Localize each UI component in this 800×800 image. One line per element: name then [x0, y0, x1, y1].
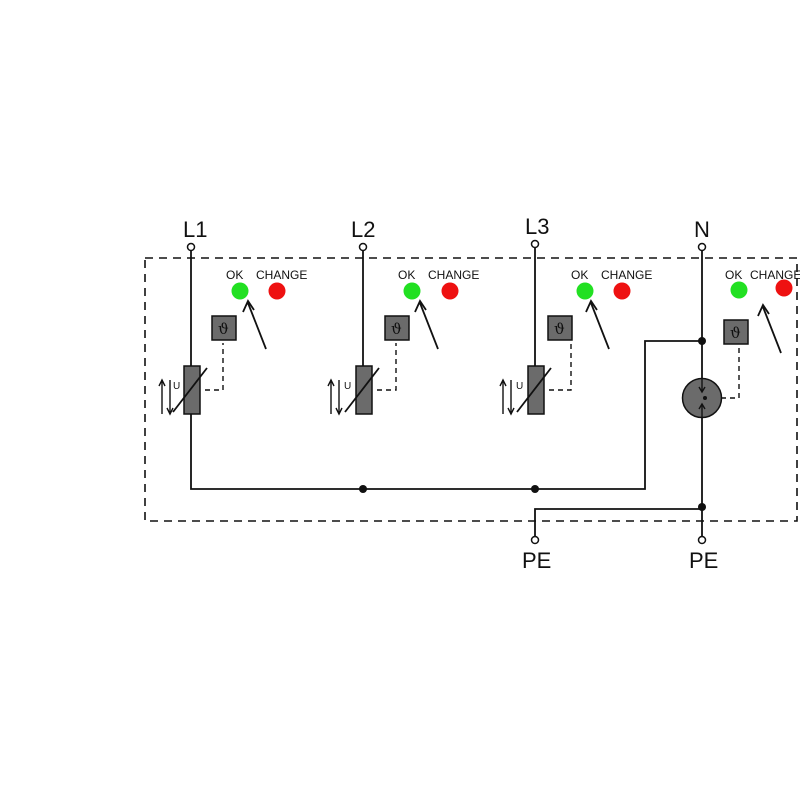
thermal-disconnector-l2 — [384, 315, 410, 341]
change-indicator-n — [775, 279, 793, 297]
change-indicator-l3 — [613, 282, 631, 300]
ok-indicator-l2 — [403, 282, 421, 300]
phase-l2-module: L2 U ϑ OK CHANGE — [327, 217, 479, 416]
ok-indicator-n — [730, 281, 748, 299]
device-enclosure — [144, 257, 798, 522]
varistor-l2 — [355, 365, 373, 415]
ok-label-l2: OK — [398, 268, 415, 282]
thermal-symbol: ϑ — [554, 320, 565, 338]
neutral-module: N ϑ OK CHANGE — [681, 217, 800, 540]
pe-terminals: PE PE — [522, 535, 718, 573]
ok-label-n: OK — [725, 268, 742, 282]
ok-label-l3: OK — [571, 268, 588, 282]
varistor-l1 — [183, 365, 201, 415]
terminal-label-l2: L2 — [351, 217, 375, 242]
varistor-l3 — [527, 365, 545, 415]
ok-indicator-l1 — [231, 282, 249, 300]
spark-gap-center — [703, 396, 707, 400]
terminal-label-pe-right: PE — [689, 548, 718, 573]
thermal-symbol: ϑ — [391, 320, 402, 338]
thermal-disconnector-l3 — [547, 315, 573, 341]
change-indicator-l2 — [441, 282, 459, 300]
terminal-label-n: N — [694, 217, 710, 242]
thermal-disconnector-n — [723, 319, 749, 345]
change-indicator-l1 — [268, 282, 286, 300]
junction-node — [531, 485, 539, 493]
phase-l1-module: L1 U ϑ OK CHANGE — [158, 217, 307, 416]
phase-l3-module: L3 U ϑ OK CHANGE — [499, 214, 652, 416]
terminal-l1 — [186, 242, 196, 252]
terminal-label-l1: L1 — [183, 217, 207, 242]
change-label-l2: CHANGE — [428, 268, 479, 282]
terminal-l2 — [358, 242, 368, 252]
terminal-l3 — [530, 239, 540, 249]
terminal-label-l3: L3 — [525, 214, 549, 239]
terminal-label-pe-left: PE — [522, 548, 551, 573]
junction-node — [359, 485, 367, 493]
thermal-symbol: ϑ — [730, 324, 741, 342]
change-label-l1: CHANGE — [256, 268, 307, 282]
terminal-pe-right — [697, 535, 707, 545]
change-label-l3: CHANGE — [601, 268, 652, 282]
terminal-n — [697, 242, 707, 252]
change-label-n: CHANGE — [750, 268, 800, 282]
thermal-symbol: ϑ — [218, 320, 229, 338]
ok-label-l1: OK — [226, 268, 243, 282]
ok-indicator-l3 — [576, 282, 594, 300]
thermal-disconnector-l1 — [211, 315, 237, 341]
voltage-symbol: U — [516, 381, 523, 392]
voltage-symbol: U — [173, 381, 180, 392]
terminal-pe-left — [530, 535, 540, 545]
common-bus — [190, 337, 706, 540]
voltage-symbol: U — [344, 381, 351, 392]
